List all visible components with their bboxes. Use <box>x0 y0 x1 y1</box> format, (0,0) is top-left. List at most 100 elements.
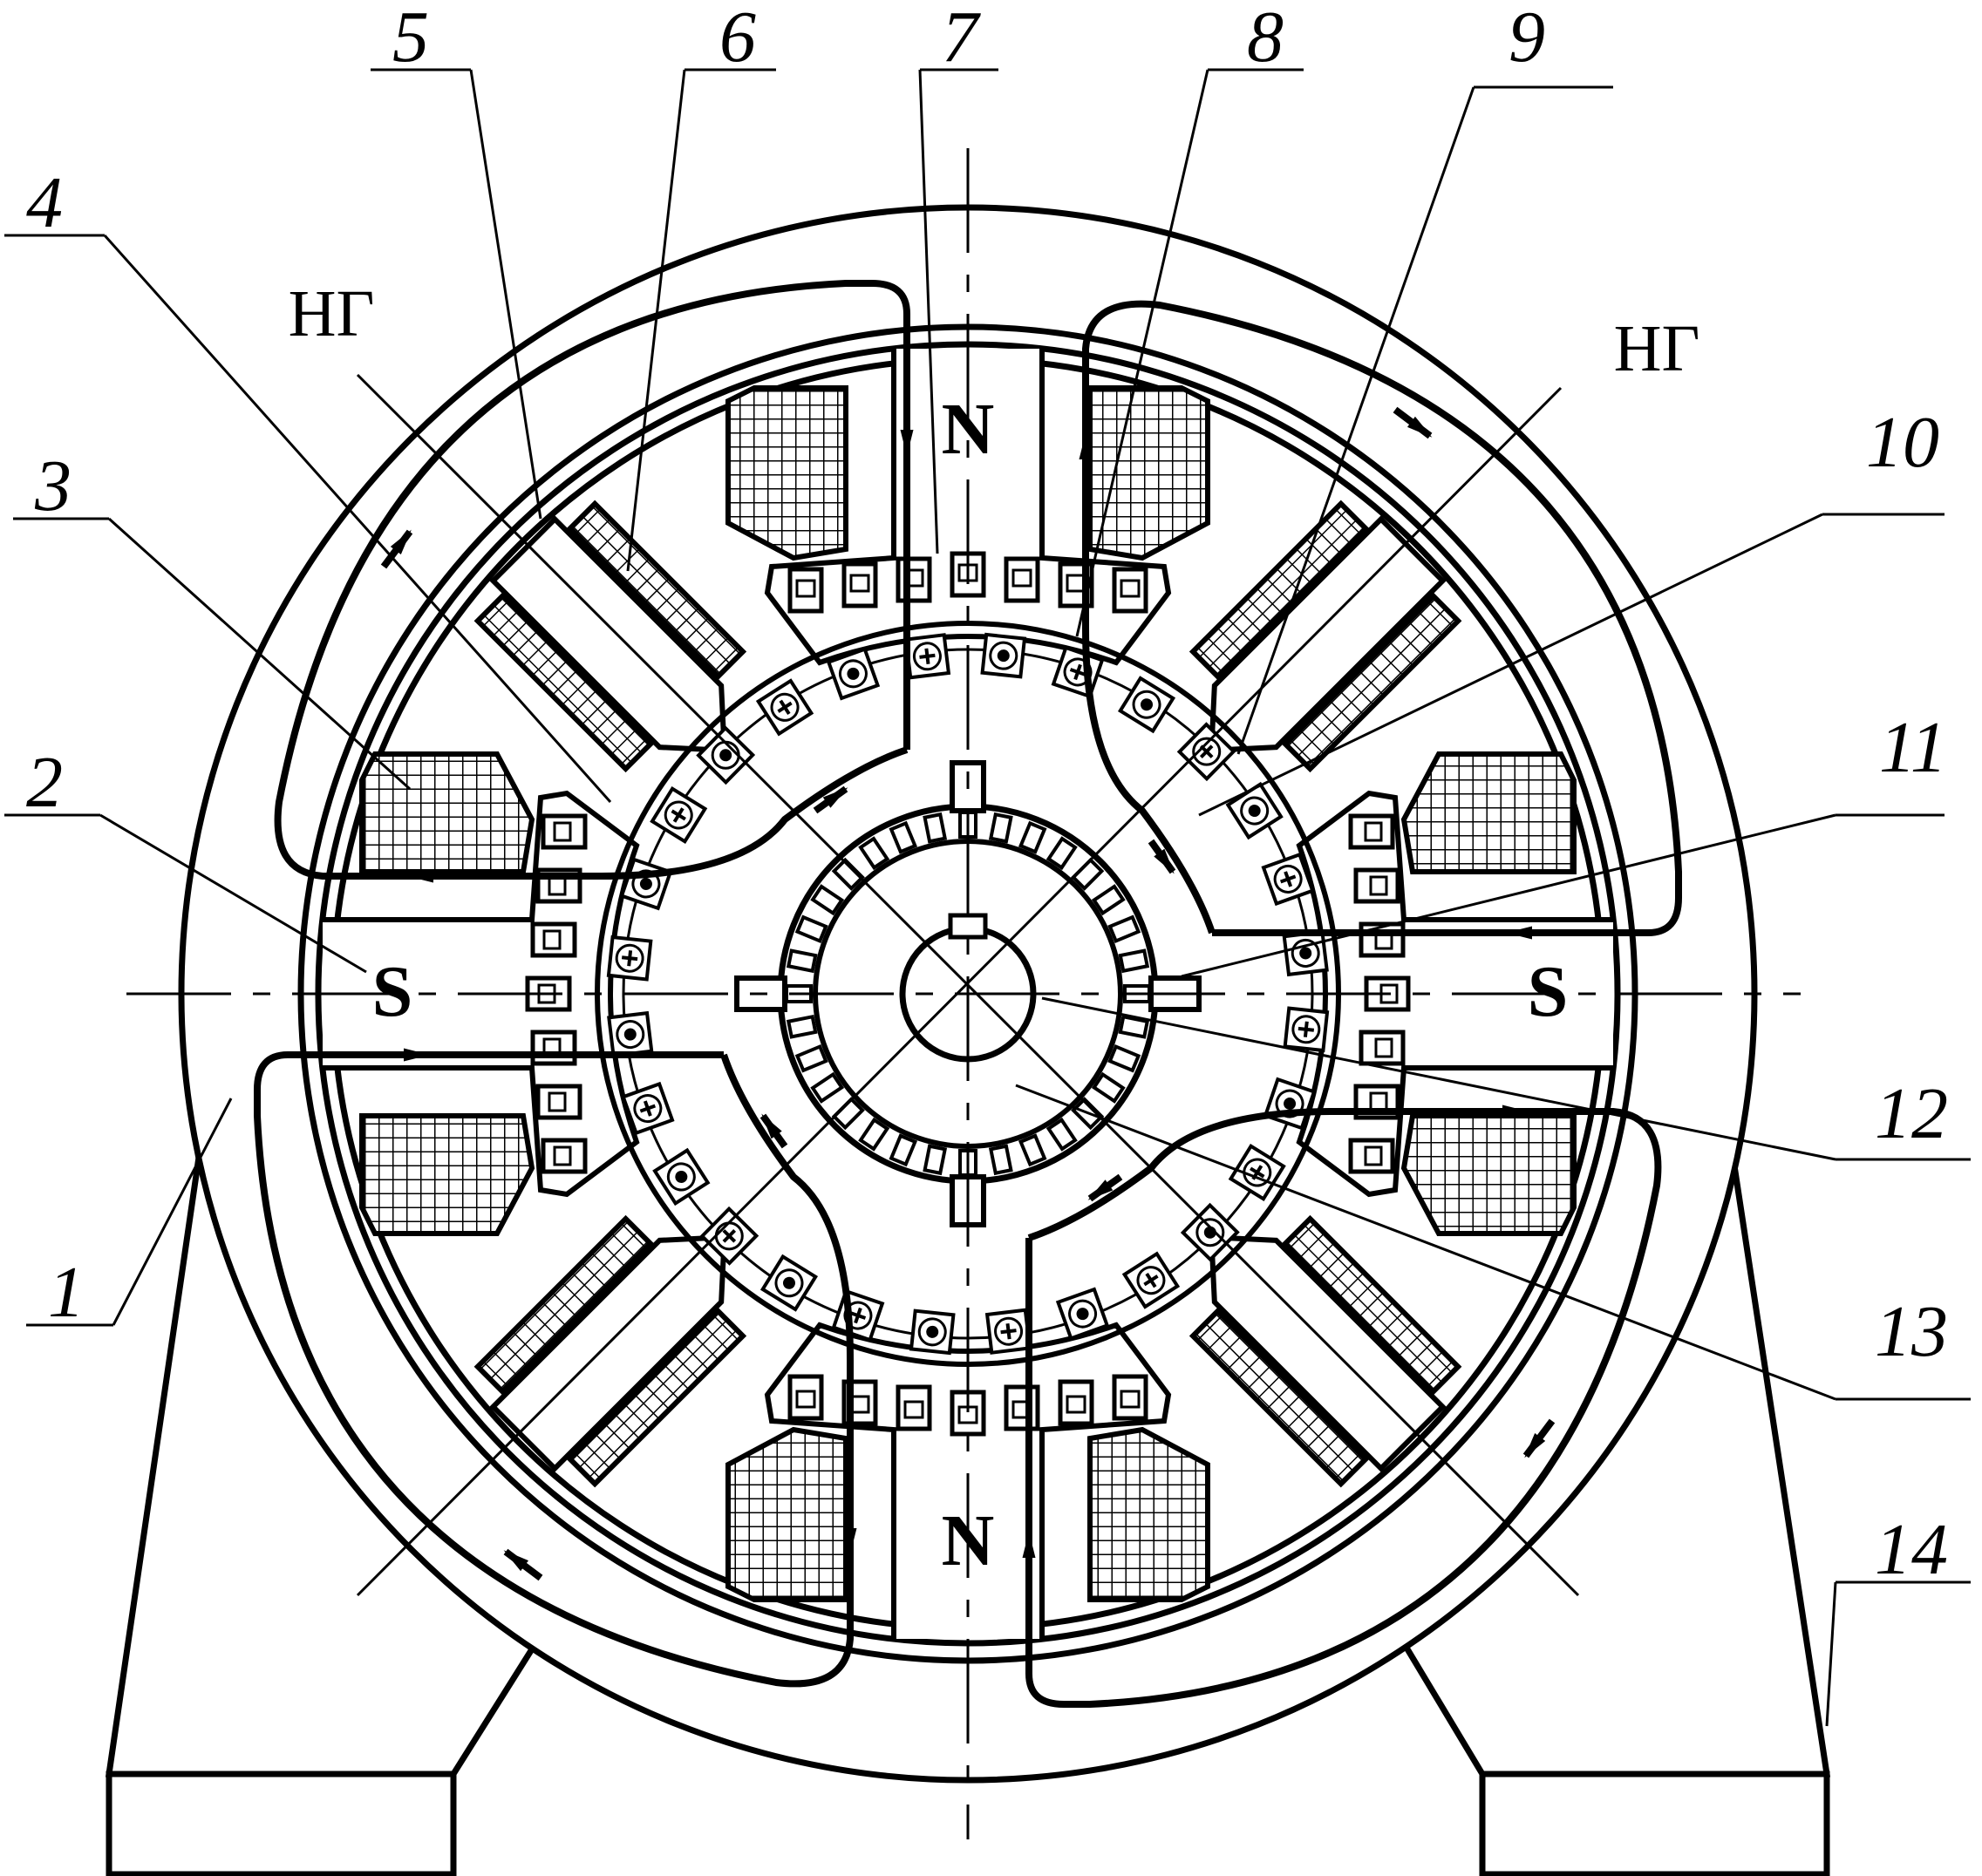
pole-label-south-right: S <box>1528 951 1569 1032</box>
callout-label-12: 12 <box>1875 1073 1948 1154</box>
compensation-conductor <box>1369 875 1388 896</box>
callout-leader <box>1075 69 1209 637</box>
flux-loop-1 <box>1079 300 1682 940</box>
commutator-bar <box>786 948 818 974</box>
commutator-bar <box>1118 948 1150 974</box>
current-in-cross <box>777 699 793 715</box>
commutator-segment <box>810 884 845 916</box>
armature-conductor <box>621 1081 675 1136</box>
flux-path <box>254 1051 854 1688</box>
commutator-bar <box>988 1144 1013 1176</box>
armature-conductor <box>1121 1251 1181 1309</box>
compensation-conductor <box>903 1400 924 1419</box>
right-foot-plate <box>1479 1771 1830 1876</box>
commutator-segment <box>988 1144 1013 1176</box>
commutator-segment <box>1091 884 1126 916</box>
commutator-segment <box>1107 1043 1141 1073</box>
armature-conductor <box>1176 722 1236 782</box>
commutator-segment <box>1118 1014 1150 1039</box>
commutator-bar <box>923 812 948 844</box>
commutator-bar <box>889 820 918 854</box>
flux-path <box>274 280 910 880</box>
commutator-segment <box>858 1117 890 1152</box>
current-in-cross <box>621 950 638 967</box>
commutator-segment <box>889 820 918 854</box>
compensation-conductor <box>1374 1037 1393 1058</box>
commutating-coil-right <box>566 500 747 681</box>
field-coil-right <box>725 1426 848 1602</box>
commutator-segment <box>810 1071 845 1104</box>
left-foot-plate <box>106 1771 457 1876</box>
flux-loop-0 <box>274 280 914 883</box>
commutator-segment <box>1118 948 1150 974</box>
flux-path-return <box>1082 627 1216 935</box>
callout-label-6: 6 <box>719 0 756 78</box>
compensation-conductor <box>1011 568 1032 588</box>
armature-conductor <box>909 1308 956 1356</box>
commutator-segment <box>988 812 1013 844</box>
flux-arrow <box>1522 1418 1556 1458</box>
flux-path <box>1082 300 1682 936</box>
flux-loop-3 <box>254 1048 857 1688</box>
callout-label-2: 2 <box>26 742 63 823</box>
callout-label-11: 11 <box>1879 707 1947 788</box>
commutator-bar <box>1045 1117 1078 1152</box>
current-out-dot <box>926 1325 939 1338</box>
compensation-conductor <box>1364 821 1383 842</box>
armature-conductor <box>650 785 708 845</box>
compensation-conductor <box>1120 1390 1141 1409</box>
compensation-conductor <box>1364 1145 1383 1166</box>
main-pole-3 <box>323 751 640 1236</box>
field-coil-right <box>1400 1113 1577 1236</box>
armature-conductor <box>1180 1202 1240 1262</box>
commutator-segment <box>794 1043 828 1073</box>
compensation-conductor <box>849 574 870 593</box>
commutator-segment <box>1018 820 1047 854</box>
current-in-cross <box>1143 1272 1159 1288</box>
current-in-cross <box>1069 663 1086 681</box>
commutator-bar <box>1107 1043 1141 1073</box>
callout-leader <box>1181 813 1836 978</box>
commutator-bar <box>889 1133 918 1167</box>
callout-label-3: 3 <box>34 445 72 527</box>
compensation-conductor <box>1066 1395 1086 1414</box>
flux-path-return <box>601 746 909 880</box>
compensation-conductor <box>795 1390 816 1409</box>
field-coil-right <box>1087 385 1210 561</box>
armature-conductor <box>980 632 1027 679</box>
commutating-pole-3 <box>473 500 747 773</box>
compensation-slot <box>1058 1379 1094 1426</box>
commutator-segment <box>858 836 890 871</box>
flux-arrow <box>380 529 413 569</box>
commutating-coil-left <box>566 1307 747 1488</box>
current-out-dot <box>1248 805 1261 818</box>
current-out-dot <box>1141 698 1154 711</box>
armature-conductor <box>826 647 881 701</box>
field-coil-left <box>359 1113 535 1236</box>
callout-leader <box>99 813 367 974</box>
armature-conductor <box>755 678 814 737</box>
callout-leader <box>1015 1084 1836 1401</box>
compensation-conductor <box>542 929 562 950</box>
compensation-conductor <box>1120 579 1141 598</box>
callout-label-8: 8 <box>1247 0 1284 78</box>
commutating-pole-1 <box>1189 1214 1462 1488</box>
callout-label-7: 7 <box>942 0 981 78</box>
commutating-pole-0 <box>1189 500 1462 773</box>
armature-conductor <box>1055 1287 1110 1341</box>
armature-conductor <box>1225 781 1284 840</box>
commutator-bar <box>1091 884 1126 916</box>
flux-arrow <box>1393 406 1433 439</box>
commutator-bar <box>858 836 890 871</box>
commutator-segment <box>1045 836 1078 871</box>
field-coil-left <box>1400 751 1577 874</box>
current-out-dot <box>1299 947 1312 960</box>
pole-label-north-bottom: N <box>942 1500 995 1581</box>
callout-leader <box>469 69 542 520</box>
armature-conductor <box>1261 852 1315 907</box>
flux-path-return <box>720 1053 854 1361</box>
current-out-dot <box>675 1170 688 1183</box>
commutator-bar <box>1091 1071 1126 1104</box>
callout-label-14: 14 <box>1875 1509 1948 1590</box>
current-in-cross <box>1279 871 1297 887</box>
